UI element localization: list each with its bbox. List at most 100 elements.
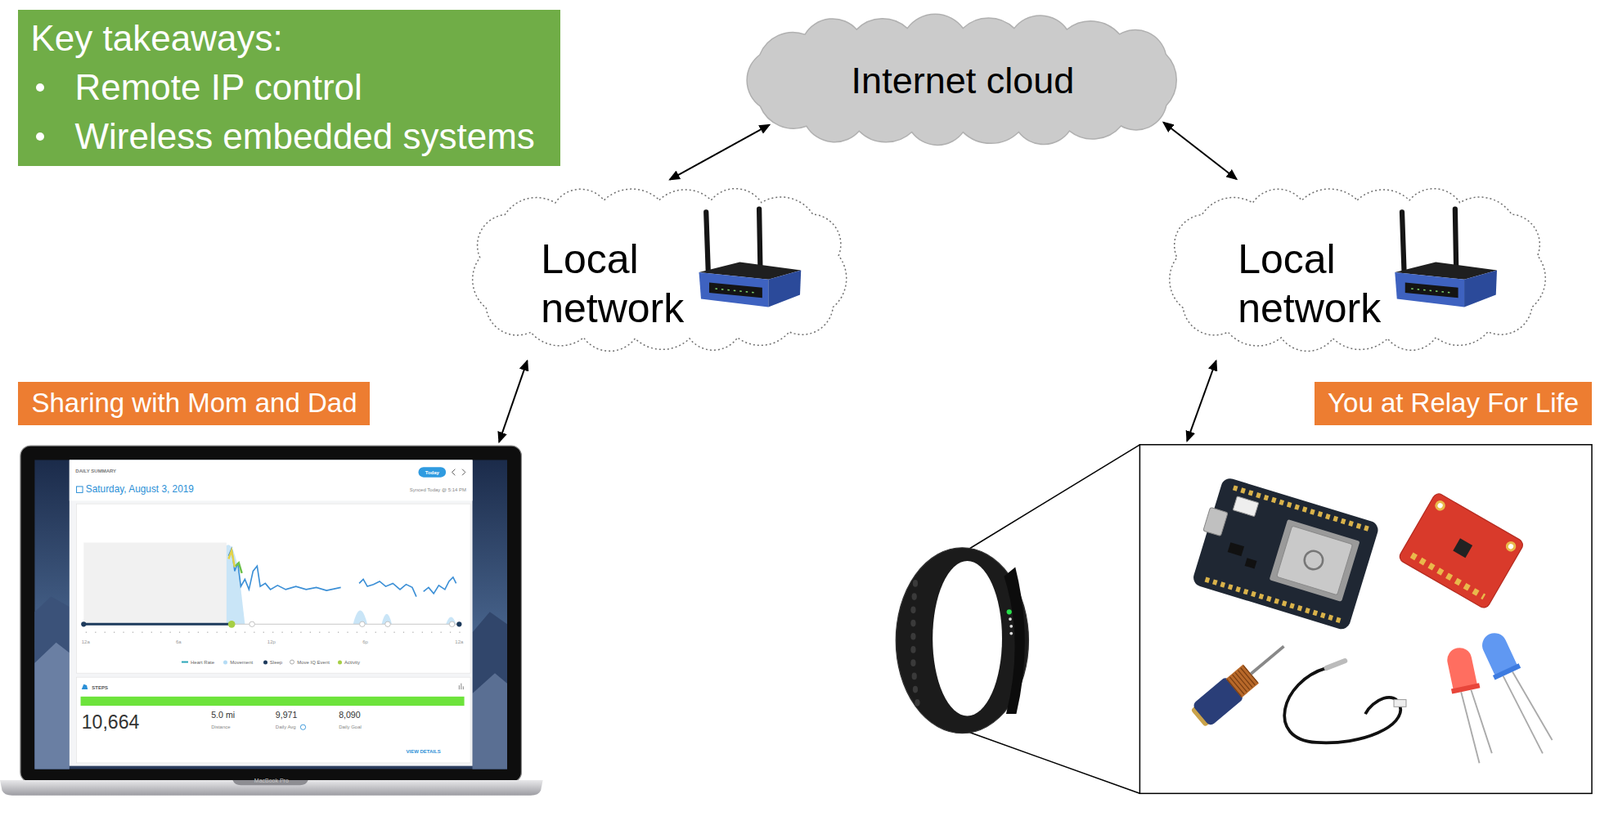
connector-arrow [1163,122,1236,180]
microcontroller-board-part [1244,557,1258,569]
screen-label: 10,664 [81,711,140,734]
bullet-text: Remote IP control [74,62,362,113]
takeaway-row: Key takeaways: [30,13,547,63]
screen-label: Synced Today @ 5:14 PM [409,486,467,493]
screen-label-holder: Daily Goal [338,724,362,731]
laptop-illustration-part [452,469,456,476]
laptop-illustration-part [228,548,341,591]
router-icon-part [1411,288,1452,293]
laptop-illustration-part [34,597,69,770]
laptop-illustration-part [228,550,234,567]
vibration-motor-part [1250,646,1284,675]
accelerometer-board-part [1436,502,1444,510]
screen-label: 8,090 [338,710,361,720]
screen-label-holder: VIEW DETAILS [405,749,441,756]
laptop-illustration-part [462,469,466,476]
led-red-part [1470,688,1492,756]
screen-label: VIEW DETAILS [405,749,441,756]
router-icon-part [714,288,756,293]
screen-label-holder: 12a [81,638,90,645]
laptop-illustration-part [460,683,462,690]
laptop-illustration-part [85,632,461,634]
screen-label-holder: Daily Avg [275,724,297,731]
accelerometer-board-part [1452,538,1473,558]
led-blue-part [1512,669,1553,744]
bullet-dot [35,83,45,92]
accelerometer-board-part [1397,491,1525,610]
laptop-illustration-part [69,459,473,766]
components-panel [1139,444,1592,795]
legend-text: Move IQ Event [296,659,330,666]
device-caption: MacBook Pro [0,771,544,787]
microcontroller-board-part [1227,542,1245,557]
fitness-band-part-part [910,659,916,667]
screen-label-holder: Synced Today @ 5:14 PM [409,486,467,493]
temperature-probe [1284,660,1407,743]
temperature-probe-part [1326,660,1345,669]
accelerometer-board-part [1411,555,1485,598]
laptop-illustration-part [80,621,86,627]
fitness-band-part-part [914,699,920,707]
local-network-cloud: Local network [1158,181,1557,358]
fitness-band-part-part [912,593,917,601]
accelerometer-board-part [1433,498,1448,513]
screen-label-holder: DAILY SUMMARY [75,468,117,475]
legend-swatch [337,660,342,665]
fitness-band-part [1009,624,1013,629]
laptop-illustration-part [359,621,365,627]
laptop-illustration-part [472,611,508,769]
fitness-band-part-part [910,606,916,614]
router-icon-part [699,272,769,307]
cloud-shape [746,14,1177,146]
router-icon-part [1464,270,1497,308]
led-red-part [1445,645,1479,691]
led-red-part [1460,691,1479,765]
router-icon-part [1405,282,1459,298]
fitness-band-part-part [912,579,918,588]
laptop-illustration-part [76,503,472,674]
legend-item: Sleep [263,659,283,666]
tag-text: Sharing with Mom and Dad [31,388,357,418]
fitness-band-part [932,561,1003,717]
orange-tag: Sharing with Mom and Dad [17,382,370,427]
laptop-illustration-part [472,673,508,769]
screen-label: 12p [267,638,276,645]
cloud-text-holder: Internet cloud [737,9,1190,151]
internet-cloud: Internet cloud [737,9,1190,151]
screen-label-holder: Saturday, August 3, 2019 [85,484,194,496]
cloud-label: Internet cloud [851,59,1075,103]
legend-item: Move IQ Event [289,659,330,666]
bullet-dot [35,132,45,141]
laptop-illustration-part [34,459,508,769]
legend-item: Heart Rate [181,659,215,666]
screen-label-holder: 12a [454,638,463,645]
screen-label: Today [425,469,440,476]
fitness-band-part [1006,609,1012,615]
screen-label-holder: 9,971 [275,710,298,720]
connector-arrow [498,360,527,442]
callout-lines-part [969,732,1140,794]
router-icon-part [1402,211,1404,270]
temperature-probe-part [1393,700,1407,708]
accelerometer-board [1397,491,1525,610]
cloud-shape [1169,188,1546,352]
box-heading: Key takeaways: [30,13,283,63]
laptop-illustration-part [34,642,69,770]
screen-label-holder: 10,664 [81,711,140,734]
screen-label: Daily Avg [275,724,297,731]
screen-label-holder: Distance [211,724,230,731]
cloud-shape [472,188,847,352]
microcontroller-board [1187,475,1381,632]
fitness-band-part-part [910,633,916,641]
fitness-band [895,548,1029,734]
takeaways-box: Key takeaways:Remote IP controlWireless … [17,9,560,167]
laptop-illustration-part [449,621,454,627]
microcontroller-board-part [1233,487,1371,530]
fitness-band-part-part [910,620,916,628]
orange-tag: You at Relay For Life [1314,382,1592,427]
accelerometer-board-part [1504,539,1519,554]
router-icon-part [705,211,708,270]
led-red [1442,645,1496,767]
laptop-illustration-part [359,579,417,597]
